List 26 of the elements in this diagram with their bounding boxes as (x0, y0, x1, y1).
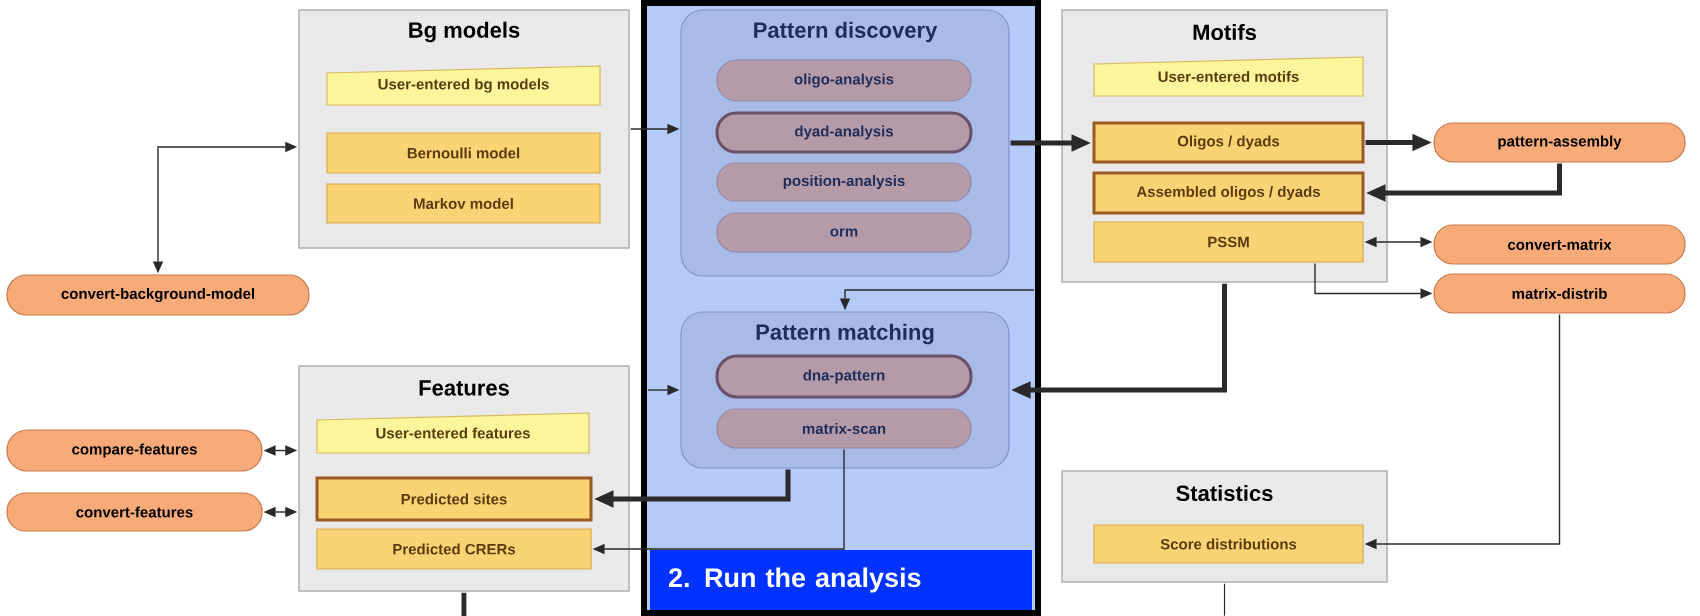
tool-pill: convert-background-model (6, 274, 310, 316)
data-box: Assembled oligos / dyads (1092, 171, 1365, 215)
step-banner: 2. Run the analysis (650, 550, 1032, 610)
input-box: User-entered features (316, 412, 590, 454)
data-box: Markov model (326, 183, 601, 224)
program-pill: position-analysis (716, 162, 972, 202)
program-pill: dyad-analysis (715, 111, 973, 154)
tool-pill: compare-features (6, 429, 263, 472)
program-pill: dna-pattern (715, 354, 973, 399)
connector-line (461, 592, 467, 616)
data-box: Predicted sites (315, 476, 593, 522)
data-box: Score distributions (1093, 524, 1364, 564)
program-pill: oligo-analysis (716, 59, 972, 102)
tool-pill: convert-features (6, 492, 263, 532)
program-pill: orm (716, 212, 972, 253)
data-box: Oligos / dyads (1092, 121, 1365, 164)
data-box: Bernoulli model (326, 132, 601, 174)
tool-pill: convert-matrix (1433, 224, 1686, 265)
input-box: User-entered motifs (1093, 56, 1364, 97)
program-pill: matrix-scan (716, 408, 972, 449)
tool-pill: pattern-assembly (1433, 122, 1686, 163)
connector-line (1223, 583, 1226, 616)
input-box: User-entered bg models (326, 65, 601, 106)
tool-pill: matrix-distrib (1433, 273, 1686, 314)
data-box: Predicted CRERs (316, 528, 592, 570)
data-box: PSSM (1093, 221, 1364, 263)
